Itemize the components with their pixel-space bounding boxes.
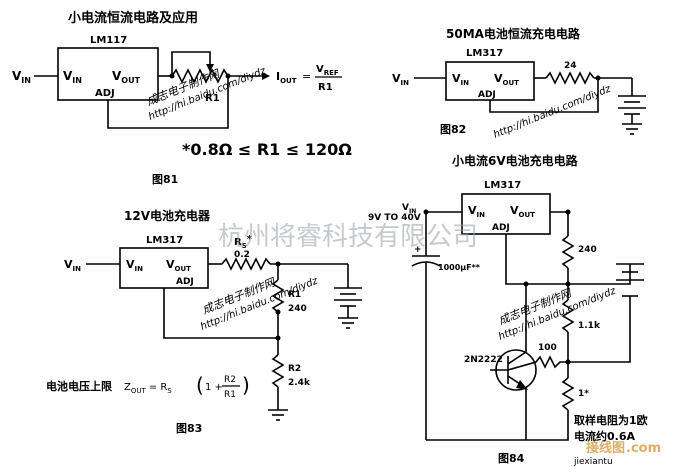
fig84-r11k-label: 1.1k — [578, 321, 601, 331]
fig82-r-zigzag — [545, 71, 595, 85]
fig82-vin-label: VIN — [392, 72, 409, 87]
fig83-rs-value: 0.2 — [234, 250, 250, 260]
fig84-transistor-arrow — [516, 380, 528, 390]
fig84-chip-label: LM317 — [484, 180, 521, 191]
fig82-r-value: 24 — [564, 61, 577, 71]
fig82-circuit: 50MA电池恒流充电电路 LM317 VIN VOUT ADJ VIN 24 图… — [392, 26, 646, 136]
fig82-title: 50MA电池恒流充电电路 — [446, 26, 581, 41]
fig83-pin-adj: ADJ — [176, 277, 194, 287]
fig84-transistor-label: 2N2222 — [464, 355, 503, 365]
fig83-formula-den: R1 — [224, 390, 236, 400]
fig82-adj-wire — [489, 78, 599, 113]
fig84-pin-vin: VIN — [468, 204, 485, 219]
fig83-paren-left: ( — [196, 373, 204, 397]
fig81-vref: VREF — [316, 64, 339, 77]
fig81-iout: IOUT — [276, 70, 297, 85]
fig81-loop-wire — [171, 51, 211, 76]
fig84-node-vout — [565, 209, 571, 215]
fig83-rs-zigzag — [221, 257, 271, 271]
fig84-pin-adj: ADJ — [492, 223, 510, 233]
fig81-pin-vout: VOUT — [112, 69, 141, 85]
fig81-r1-den: R1 — [318, 82, 333, 93]
fig82-pin-vout: VOUT — [494, 72, 519, 87]
fig83-formula-lhs: ZOUT= RS — [124, 382, 172, 395]
watermarks: http://hi.baidu.com/diydz 成志电子制作网 http:/… — [145, 65, 661, 467]
fig81-circuit: 小电流恒流电路及应用 LM117 VIN VOUT ADJ VIN R1 IOU… — [12, 10, 352, 186]
fig81-r1-zigzag — [171, 68, 229, 84]
fig83-r2-label: R2 — [288, 364, 301, 374]
fig81-adj-wire — [107, 76, 229, 129]
fig82-chip-label: LM317 — [466, 48, 503, 59]
fig84-node-collector — [523, 281, 529, 287]
fig83-paren-right: ) — [242, 373, 250, 397]
fig83-node-adj — [275, 335, 281, 341]
fig84-r100-zigzag — [507, 355, 568, 371]
fig84-cap-plus: + — [414, 245, 422, 255]
fig84-circuit: 小电流6V电池充电电路 LM317 VIN VOUT ADJ VIN 9V TO… — [368, 153, 648, 465]
fig83-r1-label: R1 — [288, 290, 301, 300]
fig84-cap-label: 1000μF** — [438, 263, 481, 272]
fig84-r100-label: 100 — [538, 343, 557, 353]
fig81-wiper-arrow — [206, 64, 214, 72]
fig84-note1: 取样电阻为1欧 — [574, 413, 648, 427]
fig84-caption: 图84 — [498, 452, 525, 465]
watermark-4: http://hi.baidu.com/diydz 成志电子制作网 — [497, 285, 619, 342]
fig83-r2-zigzag — [271, 354, 285, 388]
fig81-title: 小电流恒流电路及应用 — [68, 10, 198, 26]
watermark-site-url: jiexiantu — [573, 457, 613, 467]
fig84-batt-wire-bottom — [568, 296, 631, 363]
fig84-title: 小电流6V电池充电电路 — [452, 153, 579, 168]
fig83-formula-label: 电池电压上限 — [46, 379, 112, 393]
fig81-eq: = — [302, 70, 311, 83]
fig83-pin-vout: VOUT — [166, 258, 191, 273]
fig84-r240-label: 240 — [578, 245, 597, 255]
fig84-vout-wire — [550, 211, 569, 236]
fig83-vin-label: VIN — [64, 258, 81, 273]
fig83-pin-vin: VIN — [126, 258, 143, 273]
fig83-r1-value: 240 — [288, 304, 307, 314]
fig84-sense-label: 1* — [578, 389, 589, 399]
fig81-out-arrow — [262, 72, 270, 80]
fig84-note2: 电流约0.6A — [574, 429, 635, 443]
fig83-title: 12V电池充电器 — [124, 208, 211, 223]
fig82-pin-adj: ADJ — [478, 90, 496, 100]
watermark-site-com: .com — [626, 441, 661, 456]
fig83-rs-label: RS* — [234, 234, 253, 250]
watermark-site-cn: 接线图 — [586, 440, 625, 456]
fig81-range: *0.8Ω ≤ R1 ≤ 120Ω — [182, 140, 352, 159]
fig84-r240-zigzag — [561, 235, 575, 269]
fig84-pin-vout: VOUT — [510, 204, 535, 219]
fig83-adj-wire — [163, 288, 278, 339]
fig84-r11k-zigzag — [561, 299, 575, 333]
fig84-ground-rail — [426, 410, 569, 441]
fig81-caption: 图81 — [152, 173, 178, 186]
fig82-pin-vin: VIN — [452, 72, 469, 87]
fig83-formula-one: 1 + — [205, 382, 223, 393]
fig84-adj-wire — [505, 234, 568, 285]
watermark-company: 杭州将睿科技有限公司 — [218, 222, 478, 252]
fig84-transistor-collector — [507, 351, 527, 365]
fig81-chip-label: LM117 — [90, 35, 127, 46]
fig84-sense-zigzag — [561, 377, 575, 411]
fig83-chip-label: LM317 — [146, 235, 183, 246]
fig84-vin-label: VIN — [402, 203, 416, 215]
fig81-vin-label: VIN — [12, 69, 31, 85]
fig83-formula-num: R2 — [224, 375, 236, 385]
fig81-pin-vin: VIN — [63, 69, 82, 85]
fig83-r2-value: 2.4k — [288, 378, 311, 388]
fig83-caption: 图83 — [176, 422, 202, 435]
fig84-batt-wire-top — [568, 264, 631, 285]
fig83-r1-zigzag — [271, 279, 285, 313]
fig82-caption: 图82 — [440, 123, 466, 136]
fig81-pin-adj: ADJ — [95, 88, 115, 99]
fig83-circuit: 12V电池充电器 LM317 VIN VOUT ADJ VIN RS* 0.2 … — [46, 208, 362, 435]
fig84-vin-range: 9V TO 40V — [368, 213, 421, 223]
watermark-1: http://hi.baidu.com/diydz 成志电子制作网 — [145, 65, 268, 122]
fig81-r1-label: R1 — [205, 93, 220, 104]
